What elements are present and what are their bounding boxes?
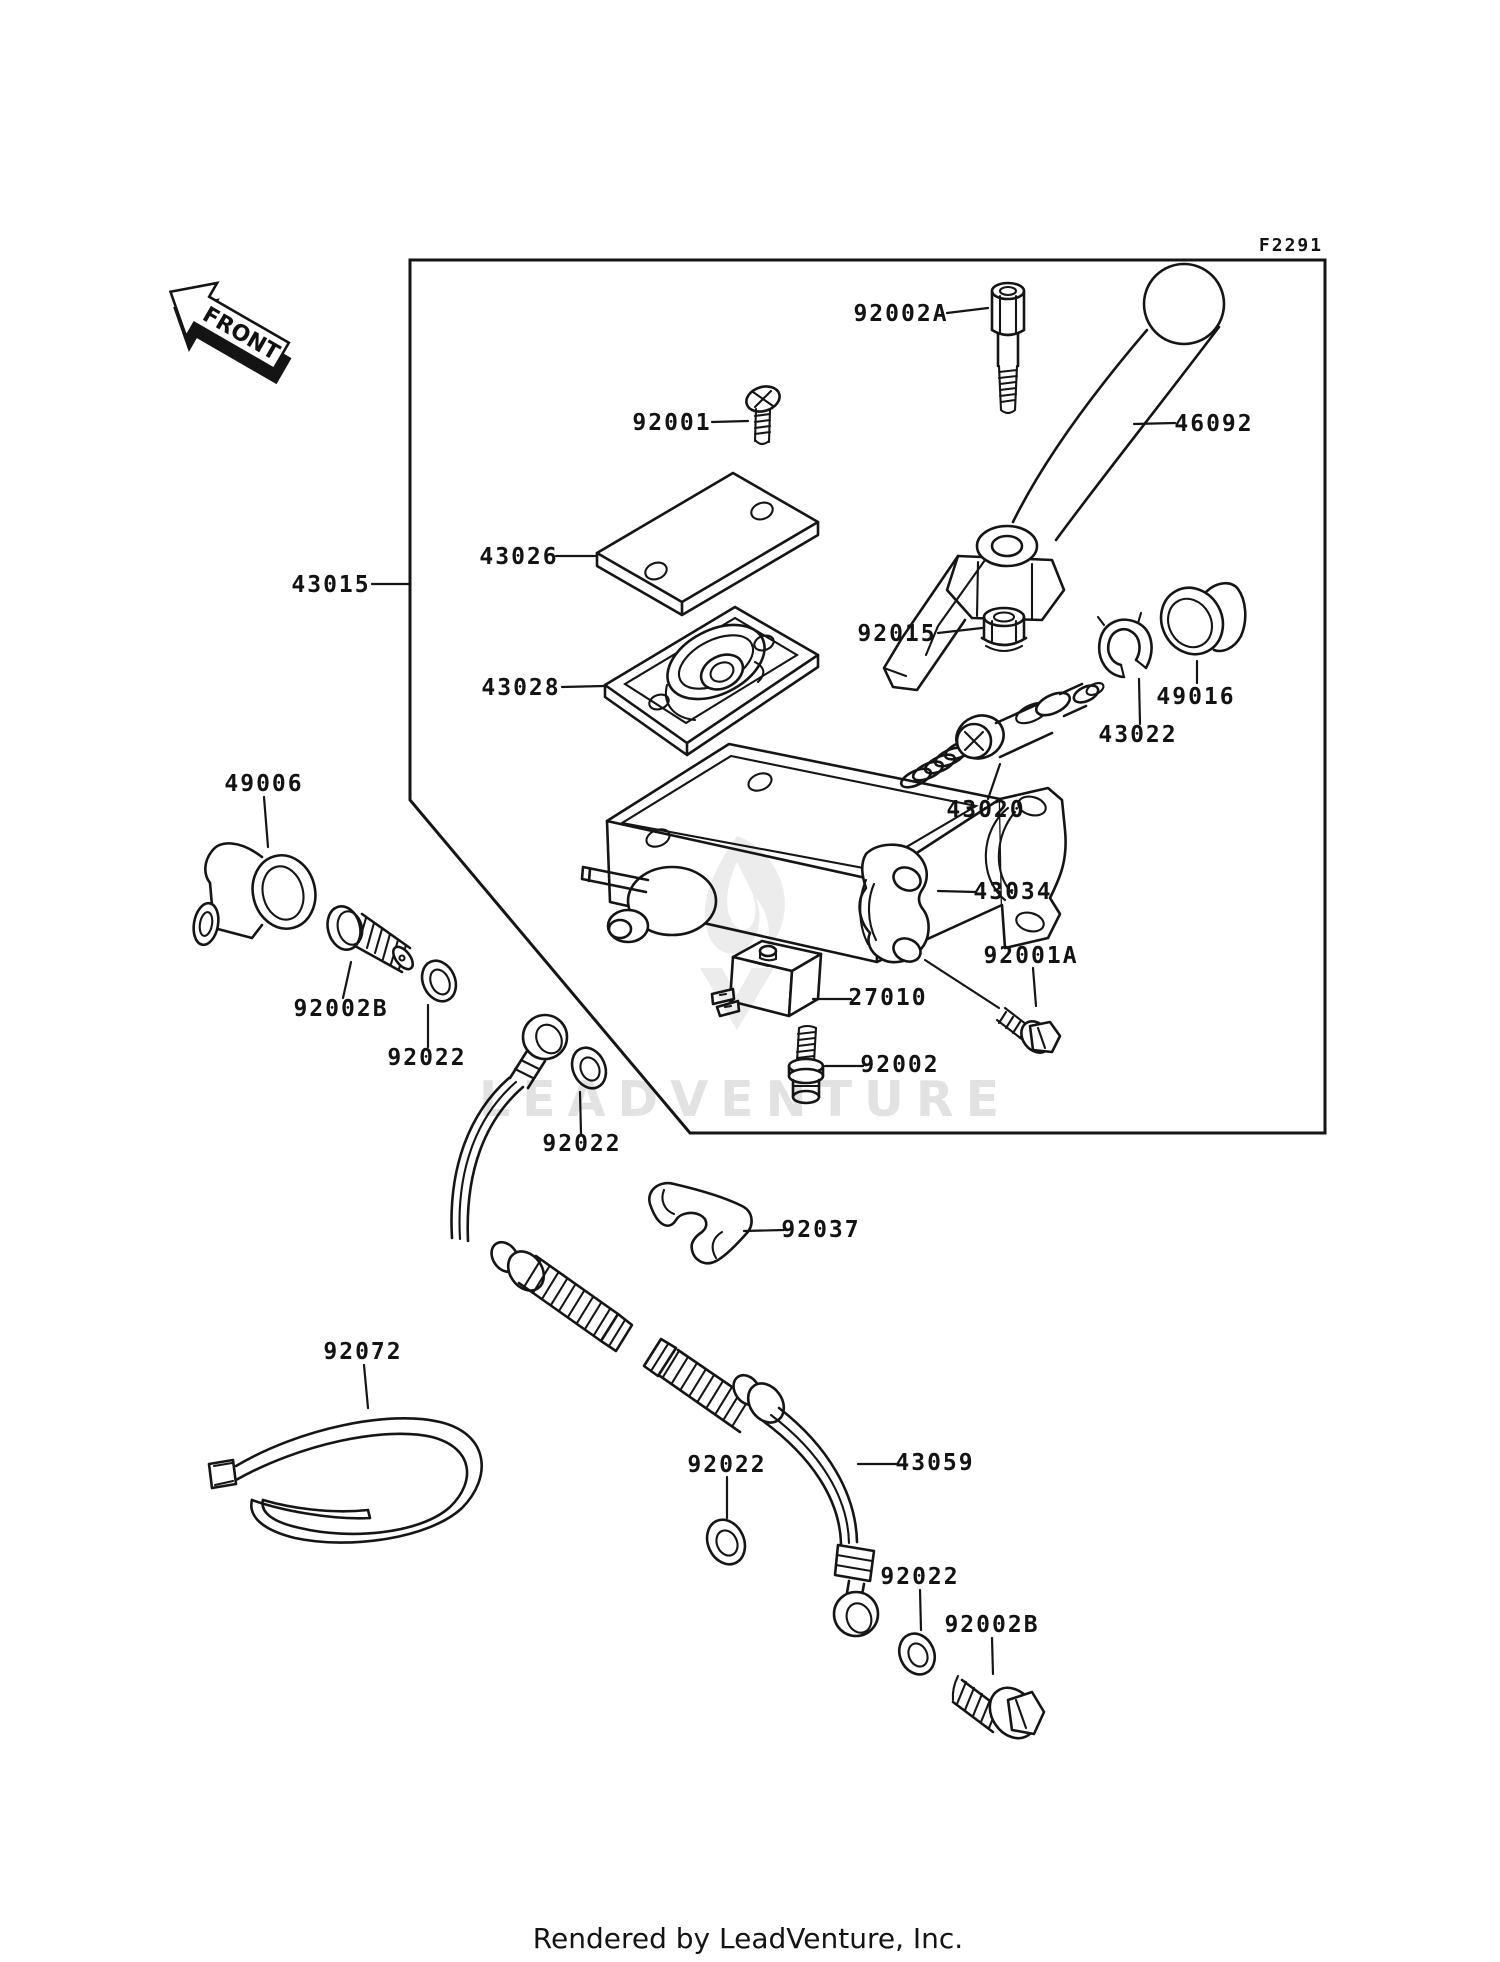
part-reservoir-cap-43026 — [595, 471, 820, 617]
part-brake-hose-43059 — [450, 1013, 880, 1638]
part-label-43022: 43022 — [1098, 722, 1177, 748]
part-label-92002b-1: 92002B — [293, 996, 388, 1022]
part-washer-92022-1 — [420, 959, 458, 1003]
part-label-43059: 43059 — [895, 1450, 974, 1476]
part-banjo-bolt-92002b-upper — [326, 905, 415, 974]
part-label-27010: 27010 — [848, 985, 927, 1011]
part-hose-clamp-92037 — [648, 1181, 753, 1265]
part-washer-92022-2 — [570, 1046, 608, 1090]
leader-lines — [262, 306, 1199, 1676]
part-circlip-43022 — [1096, 611, 1153, 679]
part-diaphragm-43028 — [603, 605, 820, 757]
leadventure-flame-icon — [700, 836, 785, 1030]
front-direction-arrow-icon: FRONT — [168, 281, 292, 385]
part-cable-tie-92072 — [207, 1417, 483, 1544]
part-label-92002: 92002 — [860, 1052, 939, 1078]
footer-credit: Rendered by LeadVenture, Inc. — [533, 1922, 963, 1955]
part-label-92002a: 92002A — [853, 301, 948, 327]
part-label-92022-2: 92022 — [542, 1131, 621, 1157]
part-master-cylinder-body — [580, 742, 1067, 964]
assembly-frame-box — [408, 258, 1327, 1135]
part-number-labels: F2291 43015 92002A 46092 92001 43026 430… — [224, 235, 1323, 1638]
part-brake-lever-46092 — [882, 262, 1226, 692]
part-dust-boot-49016 — [1159, 582, 1247, 656]
part-label-92022-4: 92022 — [880, 1564, 959, 1590]
part-washer-92022-3 — [705, 1518, 747, 1566]
part-label-43034: 43034 — [973, 879, 1052, 905]
part-label-92001: 92001 — [632, 410, 711, 436]
part-banjo-bolt-92002b-lower — [951, 1674, 1046, 1740]
part-label-43015: 43015 — [291, 572, 370, 598]
part-label-43028: 43028 — [481, 675, 560, 701]
part-label-43026: 43026 — [479, 544, 558, 570]
part-screw-92001 — [745, 385, 781, 446]
part-bleeder-screw-92002 — [787, 1024, 825, 1105]
part-joint-cover-49006 — [192, 842, 317, 947]
part-piston-assembly-43020 — [899, 682, 1105, 789]
watermark: LEADVENTURE — [479, 836, 1011, 1128]
part-clamp-bolt-92001a — [995, 1006, 1062, 1054]
part-label-92001a: 92001A — [983, 943, 1078, 969]
watermark-text: LEADVENTURE — [479, 1071, 1011, 1128]
part-lock-nut-92015 — [980, 606, 1028, 653]
part-label-92022-3: 92022 — [687, 1452, 766, 1478]
part-handlebar-clamp-43034 — [858, 843, 930, 964]
part-label-92015: 92015 — [857, 621, 936, 647]
part-label-49006: 49006 — [224, 771, 303, 797]
part-washer-92022-4 — [897, 1632, 937, 1676]
part-label-92072: 92072 — [323, 1339, 402, 1365]
part-label-49016: 49016 — [1156, 684, 1235, 710]
part-label-43020: 43020 — [946, 797, 1025, 823]
figure-code: F2291 — [1259, 235, 1323, 256]
part-label-92002b-2: 92002B — [944, 1612, 1039, 1638]
part-adjuster-bolt-92002a — [990, 281, 1026, 415]
part-label-46092: 46092 — [1174, 411, 1253, 437]
part-label-92037: 92037 — [781, 1217, 860, 1243]
part-label-92022-1: 92022 — [387, 1045, 466, 1071]
